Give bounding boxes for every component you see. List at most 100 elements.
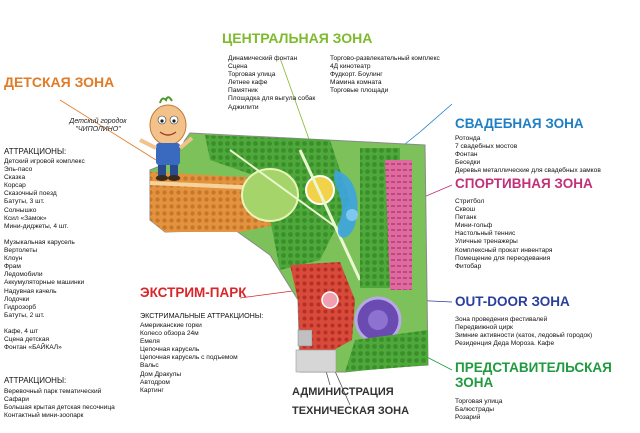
list-item: 4Д кинотеатр [330,63,371,71]
list-item: Торговая улица [228,71,276,79]
list-item: Американские горки [140,322,202,329]
list-item: Ротонда [455,135,481,142]
technical-zone-title: ТЕХНИЧЕСКАЯ ЗОНА [292,405,410,417]
list-item: Кафе, 4 шт [4,327,39,335]
list-item [4,231,85,239]
list-item: Веревочный парк тематический [4,388,102,395]
list-item: Дом Дракулы [140,370,182,378]
list-item: Фудкорт. Боулинг [330,71,383,79]
sport-zone-area [385,160,412,290]
kids-town-tag-line2: "ЧИПОЛИНО" [75,126,121,133]
kids-town-tag: Детский городок "ЧИПОЛИНО" [48,118,148,134]
extreme-zone-title: ЭКСТРИМ-ПАРК [140,285,247,300]
list-item: Торговые площади [330,87,389,95]
representative-zone-area [345,330,428,372]
list-item: Уличные тренажеры [455,238,518,246]
technical-zone-area [295,349,337,373]
list-item: Балюстрады [455,406,495,414]
list-item: Емеля [140,338,160,346]
list-item: Фрам [4,263,21,271]
list-item: 7 свадебных мостов [455,143,518,151]
list-item: Лодочки [4,295,30,303]
list-item: Зона проведения фестивалей [455,316,548,323]
list-item: Автодром [140,378,170,386]
list-item: Летнее кафе [228,79,268,87]
list-item: Большая крытая детская песочница [4,404,115,412]
list-item: Комплексный прокат инвентаря [455,246,553,254]
list-item: Торгово-развлекательный комплекс [330,55,440,62]
list-item: Аджилити [228,103,259,111]
list-item: Фонтан «БАЙКАЛ» [4,344,62,352]
extreme-zone-area [290,262,355,352]
list-item: Резиденция Деда Мороза. Кафе [455,340,555,348]
representative-zone-title-line2: ЗОНА [455,375,494,390]
list-item: Деревья металлические для свадебных замк… [455,167,601,175]
extreme-attractions-header: ЭКСТРИМАЛЬНЫЕ АТТРАКЦИОНЫ: [140,311,264,320]
list-item: Сафари [4,396,29,404]
list-item: Мини-гольф [455,222,493,230]
list-item: Колесо обзора 24м [140,330,199,338]
list-item: Мамина комната [330,79,382,87]
sport-zone-title: СПОРТИВНАЯ ЗОНА [455,176,593,191]
list-item: Сквош [455,206,476,214]
list-item: Цепочная карусель с подъемом [140,354,238,362]
list-item: Розарий [455,414,481,422]
list-item: Детский игровой комплекс [4,158,85,165]
list-item: Солнышко [4,206,37,214]
list-item: Гидрозорб [4,303,37,311]
wedding-zone-title: СВАДЕБНАЯ ЗОНА [455,116,584,131]
list-item: Стритбол [455,198,485,205]
list-item: Вертолеты [4,247,38,255]
representative-zone-title: ПРЕДСТАВИТЕЛЬСКАЯ ЗОНА [455,360,612,390]
list-item: Сказочный поезд [4,190,57,198]
list-item: Сцена детская [4,336,50,344]
list-item: Надувная качель [4,287,57,295]
list-item: Мини-диджеты, 4 шт. [4,222,69,230]
list-item [4,320,85,328]
kids-attractions-header-2: АТТРАКЦИОНЫ: [4,376,67,385]
kids-zone-title: ДЕТСКАЯ ЗОНА [4,74,115,90]
list-item: Аккумуляторные машинки [4,279,85,287]
list-item: Ледомобили [4,271,43,279]
list-item: Беседки [455,159,481,167]
representative-zone-title-line1: ПРЕДСТАВИТЕЛЬСКАЯ [455,360,612,375]
list-item: Корсар [4,182,26,190]
outdoor-zone-title: OUT-DOOR ЗОНА [455,294,570,309]
list-item: Ксил «Замок» [4,214,47,222]
kids-town-tag-line1: Детский городок [69,118,127,125]
list-item: Батуты, 2 шт. [4,311,45,319]
kids-attractions-header: АТТРАКЦИОНЫ: [4,147,67,156]
list-item: Сцена [228,63,248,71]
list-item: Сказка [4,174,26,182]
list-item: Фитобар [455,262,482,270]
list-item: Настольный теннис [455,230,516,238]
list-item: Памятник [228,87,258,95]
list-item: Фонтан [455,151,478,159]
list-item: Клоун [4,255,23,263]
list-item: Площадка для выгула собак [228,95,316,103]
admin-title: АДМИНИСТРАЦИЯ [292,386,394,398]
list-item: Музыкальная карусель [4,238,75,246]
list-item: Контактный мини-зоопарк [4,412,84,420]
list-item: Динамический фонтан [228,55,298,62]
list-item: Передвижной цирк [455,324,513,332]
list-item: Цепочная карусель [140,346,200,354]
list-item: Зимние активности (каток, ледовый городо… [455,332,593,340]
mascot-figure [139,96,194,181]
list-item: Петанк [455,214,477,222]
list-item: Вальс [140,362,159,370]
central-zone-title: ЦЕНТРАЛЬНАЯ ЗОНА [222,30,372,46]
central-zone-title-text: ЦЕНТРАЛЬНАЯ ЗОНА [222,30,373,46]
list-item: Торговая улица [455,398,503,405]
list-item: Помещение для переодевания [455,254,551,262]
